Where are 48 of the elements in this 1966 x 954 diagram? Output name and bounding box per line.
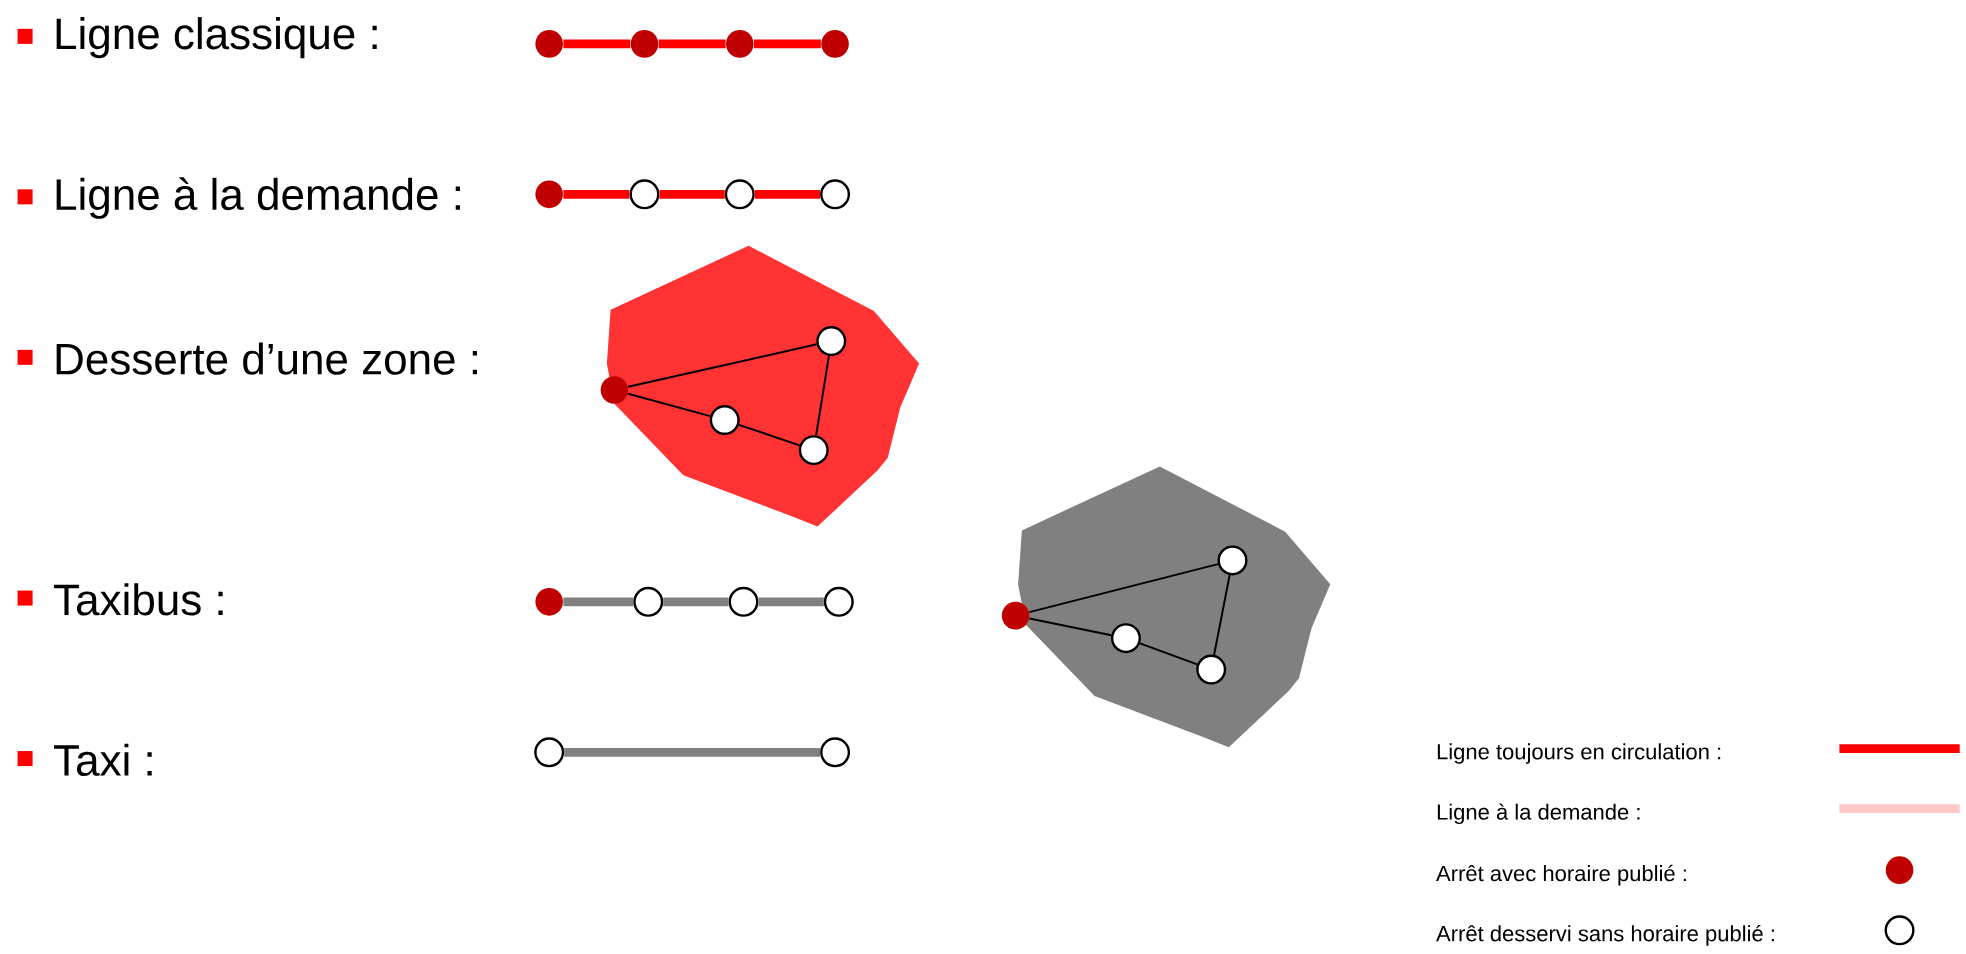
line	[815, 354, 830, 437]
line	[1028, 563, 1219, 614]
stop-dot	[535, 180, 563, 209]
stop-circle	[633, 586, 664, 617]
stop-dot	[630, 30, 659, 58]
line	[1028, 617, 1113, 637]
row-label: Ligne classique :	[56, 17, 377, 59]
row-label: Taxi :	[54, 743, 152, 776]
stop-circle	[820, 179, 851, 210]
stop-circle	[820, 737, 851, 768]
stop-circle	[798, 435, 829, 466]
line	[1213, 574, 1231, 656]
line	[737, 423, 801, 447]
stop-dot	[535, 587, 563, 616]
line	[627, 392, 712, 417]
line	[564, 747, 821, 757]
row-label: Ligne à la demande :	[56, 177, 460, 219]
stop-dot	[726, 30, 754, 58]
row-label: Desserte d’une zone :	[56, 342, 477, 375]
stop-circle	[534, 737, 565, 768]
legend-text: Arrêt desservi sans horaire publié :	[1436, 924, 1774, 946]
line	[754, 189, 821, 199]
stop-circle	[1196, 654, 1227, 685]
zone-area	[1018, 466, 1331, 748]
stop-dot	[600, 376, 629, 404]
stop-dot	[1001, 601, 1030, 630]
legend-text: Ligne à la demande :	[1437, 803, 1640, 825]
line	[663, 597, 729, 607]
stop-circle	[823, 586, 854, 617]
stop-circle	[724, 179, 755, 210]
row-label: Taxibus :	[54, 583, 223, 616]
stop-dot	[821, 30, 849, 58]
stop-circle	[629, 179, 660, 210]
line	[627, 343, 818, 388]
line	[1139, 642, 1199, 666]
stop-dot	[535, 30, 563, 58]
legend-text: Ligne toujours en circulation :	[1437, 743, 1721, 764]
line	[563, 39, 631, 49]
line	[658, 39, 726, 49]
line	[563, 597, 634, 607]
line	[659, 189, 725, 199]
line	[758, 597, 824, 607]
zone-area	[606, 245, 920, 527]
legend-text: Arrêt avec horaire publié :	[1436, 864, 1686, 886]
line	[563, 189, 630, 199]
stop-circle	[1217, 545, 1248, 576]
line	[753, 39, 821, 49]
stop-circle	[728, 586, 759, 617]
